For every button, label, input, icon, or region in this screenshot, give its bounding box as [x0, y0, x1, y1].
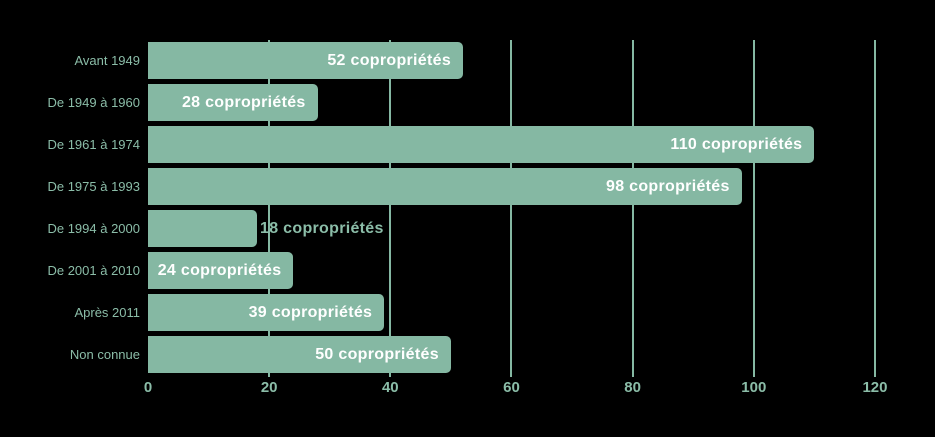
category-label: De 1961 à 1974 [47, 137, 140, 152]
category-label: De 1975 à 1993 [47, 179, 140, 194]
bar[interactable]: 110 copropriétés [148, 126, 815, 163]
bar[interactable]: 52 copropriétés [148, 42, 464, 79]
gridline-40 [389, 40, 392, 377]
bar-value-label: 39 copropriétés [248, 303, 373, 321]
bar[interactable]: 98 copropriétés [148, 168, 742, 205]
bar-value-label: 110 copropriétés [670, 135, 803, 153]
x-axis-tick-label: 60 [503, 379, 520, 396]
bar[interactable]: 24 copropriétés [148, 252, 294, 289]
x-axis-tick-label: 0 [143, 379, 153, 396]
bar-value-label: 52 copropriétés [327, 51, 452, 69]
category-label: Non connue [69, 347, 140, 362]
gridline-80 [631, 40, 634, 377]
category-label: De 2001 à 2010 [47, 263, 140, 278]
x-axis-tick-label: 120 [862, 379, 888, 396]
x-axis-tick-label: 20 [260, 379, 278, 396]
bar-value-label: 28 copropriétés [181, 93, 306, 111]
bar[interactable]: 50 copropriétés [148, 336, 451, 373]
category-label: Après 2011 [74, 305, 140, 320]
category-label: Avant 1949 [74, 53, 140, 68]
gridline-120 [873, 40, 876, 377]
x-axis-tick-label: 100 [741, 379, 767, 396]
category-label: De 1949 à 1960 [47, 95, 140, 110]
bar-value-label: 24 copropriétés [157, 261, 282, 279]
bar[interactable]: 39 copropriétés [148, 294, 385, 331]
bar-value-label: 18 copropriétés [260, 220, 384, 237]
x-axis-tick-label: 40 [381, 379, 399, 396]
gridline-20 [268, 40, 271, 377]
x-axis-tick-label: 80 [624, 379, 641, 396]
bar[interactable] [148, 210, 258, 247]
gridline-60 [510, 40, 513, 377]
gridline-100 [752, 40, 755, 377]
bar[interactable]: 28 copropriétés [148, 84, 318, 121]
category-label: De 1994 à 2000 [47, 221, 140, 236]
bar-value-label: 50 copropriétés [315, 345, 439, 363]
bar-value-label: 98 copropriétés [606, 177, 730, 195]
